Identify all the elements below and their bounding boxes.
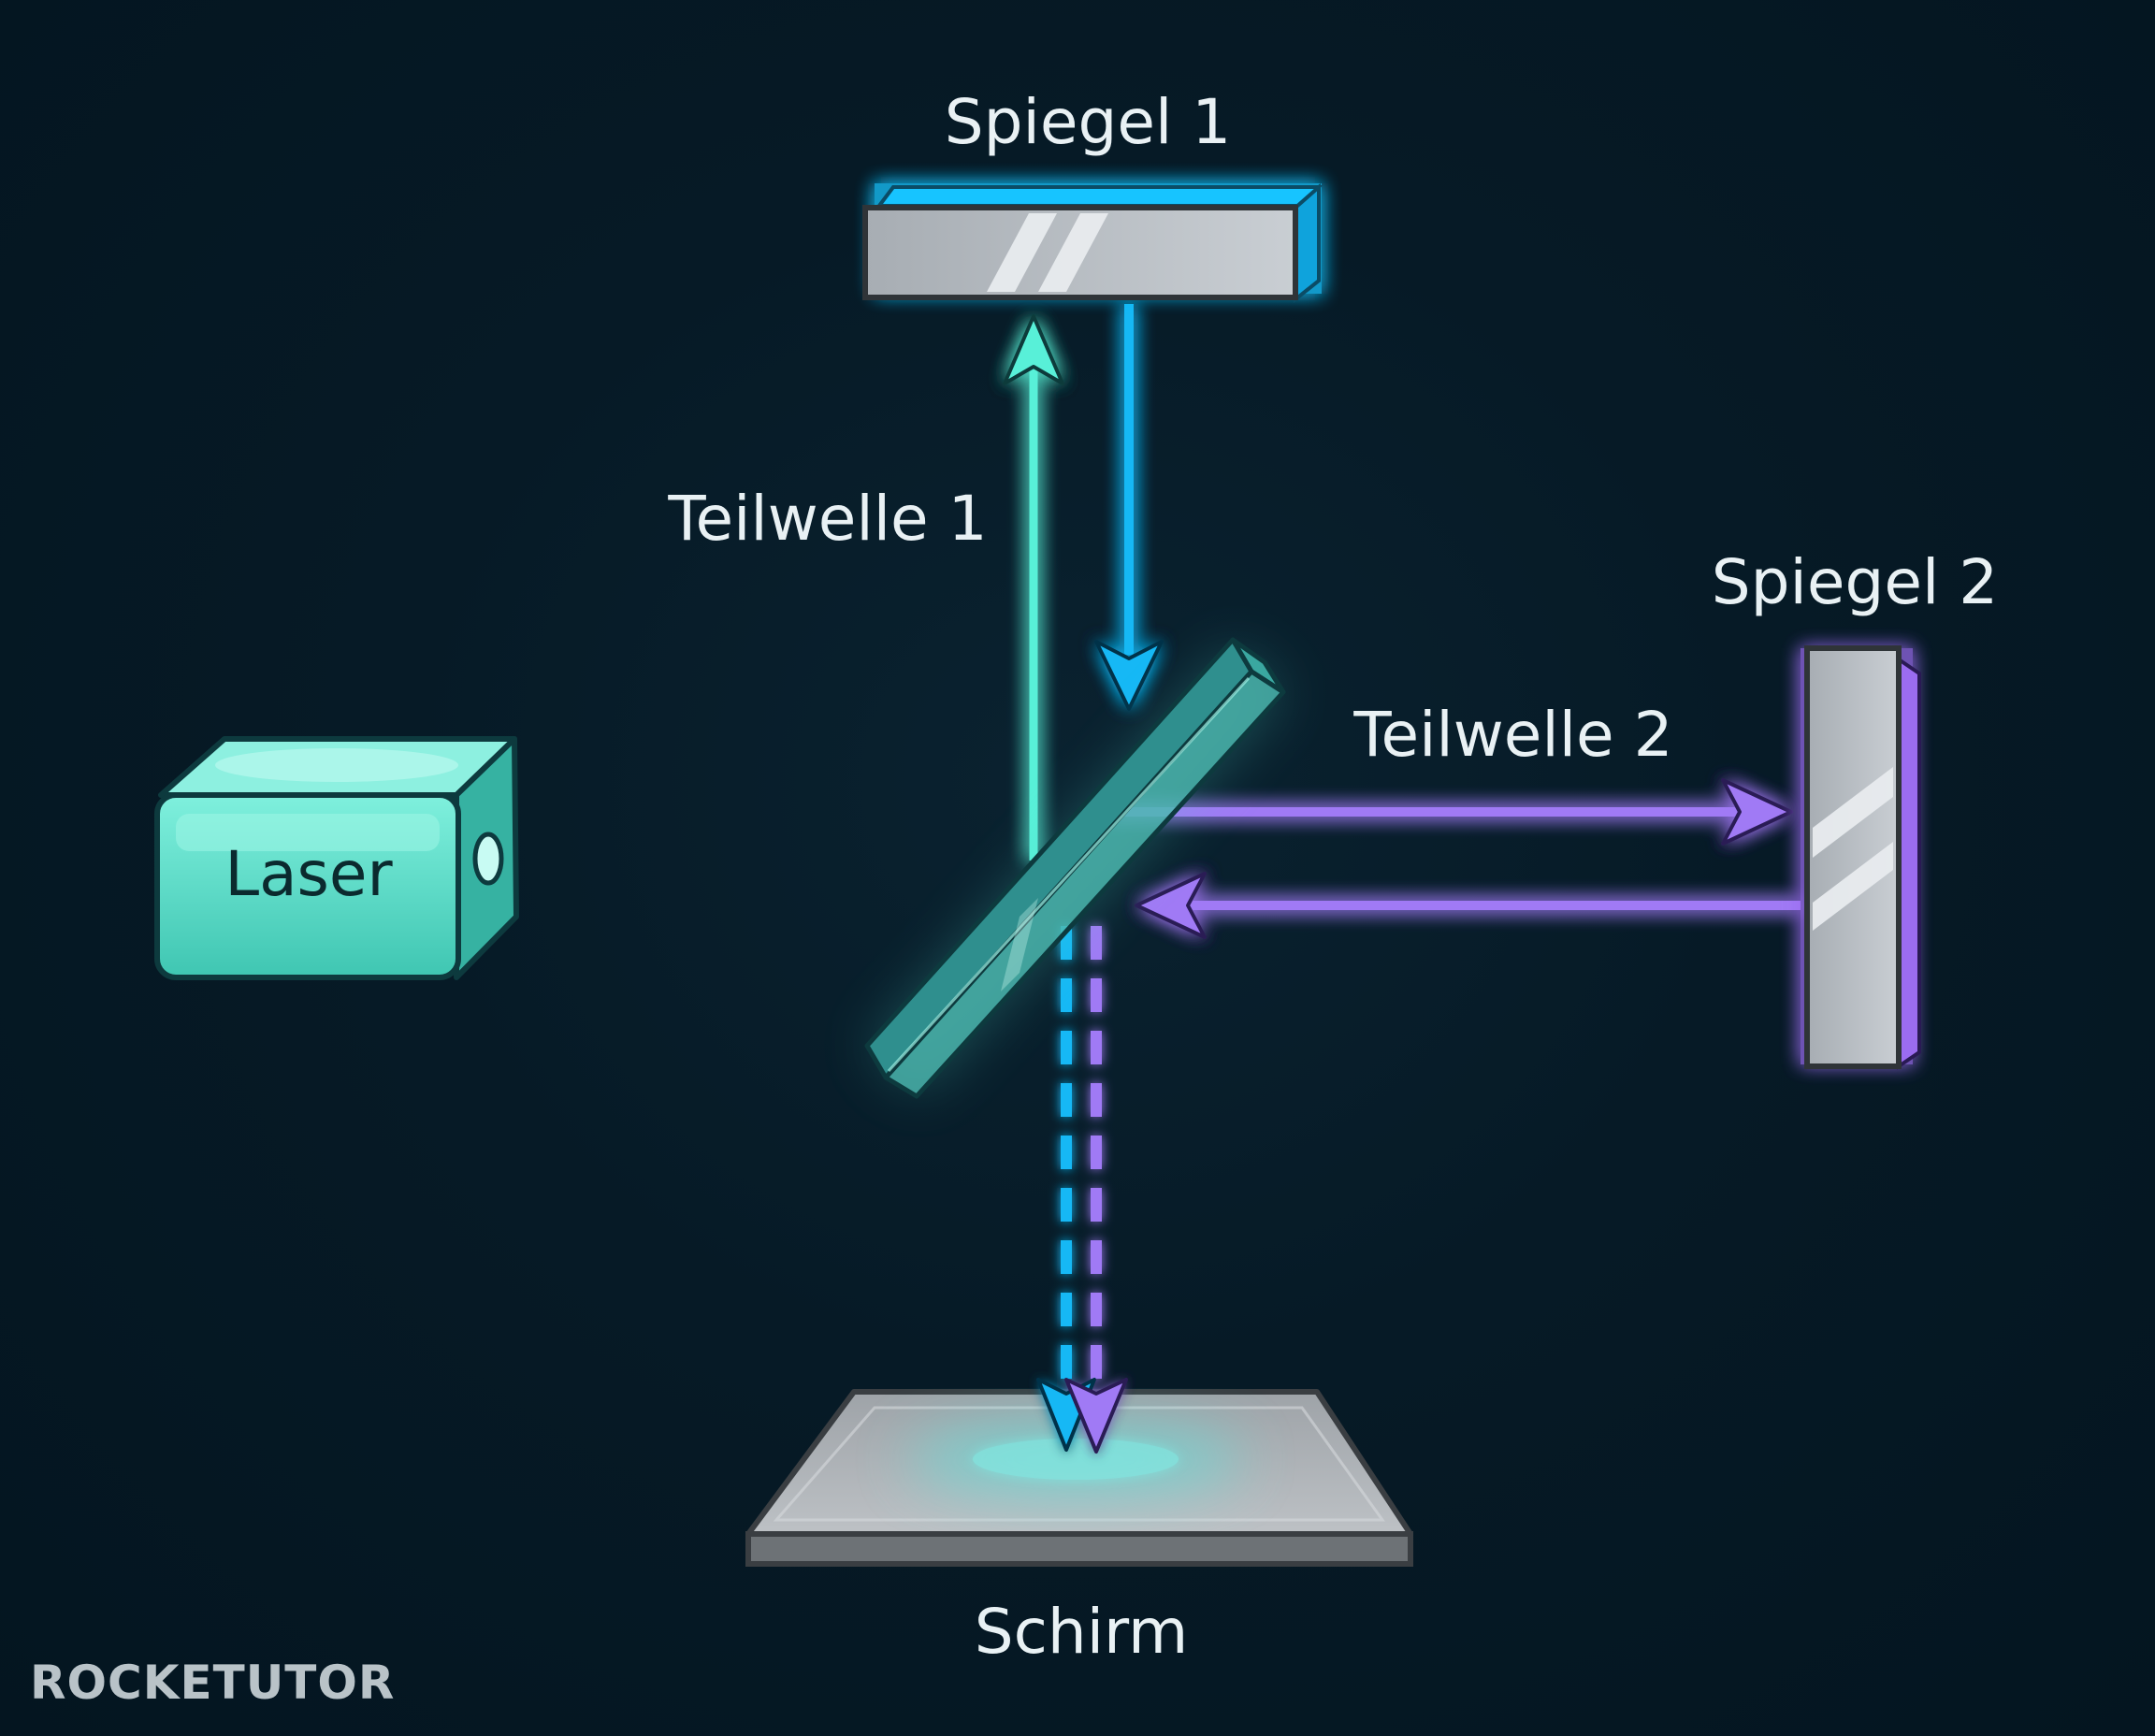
mirror-1 bbox=[862, 182, 1323, 304]
wave2-out-beam bbox=[1104, 778, 1793, 846]
laser-label: Laser bbox=[224, 838, 393, 910]
wave2-return-beam bbox=[1135, 872, 1801, 939]
laser-aperture bbox=[472, 832, 504, 886]
combined-beams bbox=[1036, 926, 1128, 1454]
beam-splitter bbox=[864, 637, 1287, 1099]
screen-label: Schirm bbox=[975, 1596, 1189, 1668]
mirror1-return-beam bbox=[1094, 304, 1164, 711]
brand-logo: ROCKETUTOR bbox=[30, 1656, 396, 1710]
wave2-label: Teilwelle 2 bbox=[1352, 699, 1672, 771]
screen bbox=[745, 1389, 1413, 1567]
mirror-2 bbox=[1801, 645, 1921, 1070]
mirror2-label: Spiegel 2 bbox=[1712, 546, 1999, 618]
mirror1-label: Spiegel 1 bbox=[945, 86, 1232, 158]
wave1-up-beam bbox=[1003, 314, 1064, 861]
laser-device bbox=[154, 736, 519, 980]
wave1-label: Teilwelle 1 bbox=[667, 483, 987, 555]
